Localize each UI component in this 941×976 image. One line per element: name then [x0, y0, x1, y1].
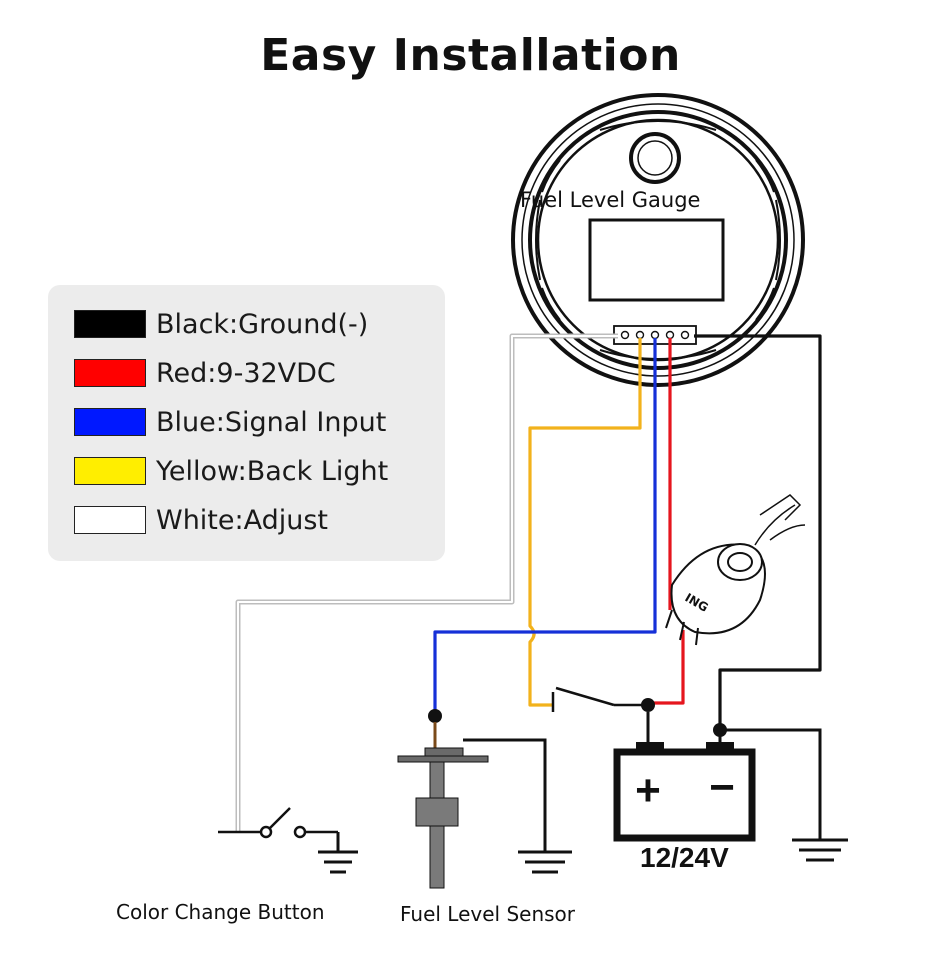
- fuel-level-sensor-caption: Fuel Level Sensor: [400, 902, 576, 926]
- black-wire: [694, 334, 822, 728]
- ignition-switch: ING: [665, 494, 806, 646]
- legend-label: Red:9-32VDC: [156, 357, 336, 389]
- legend-label: White:Adjust: [156, 504, 329, 536]
- battery: + −: [613, 712, 756, 842]
- legend-item-red: Red:9-32VDC: [74, 356, 336, 390]
- wire-color-legend: Black:Ground(-) Red:9-32VDC Blue:Signal …: [48, 285, 445, 561]
- fuel-level-sensor: [397, 722, 547, 889]
- legend-label: Blue:Signal Input: [156, 406, 387, 438]
- battery-voltage-label: 12/24V: [640, 842, 729, 873]
- legend-label: Black:Ground(-): [156, 308, 369, 340]
- legend-label: Yellow:Back Light: [156, 455, 389, 487]
- gauge-label: Fuel Level Gauge: [520, 188, 701, 212]
- ground-icon: [318, 832, 358, 874]
- black-swatch: [74, 310, 146, 338]
- positive-junction-dot: [641, 698, 655, 712]
- blue-wire: [433, 338, 657, 712]
- legend-item-yellow: Yellow:Back Light: [74, 454, 388, 488]
- red-swatch: [74, 359, 146, 387]
- color-change-button-switch: [218, 807, 338, 839]
- yellow-wire: [528, 338, 642, 707]
- legend-item-white: White:Adjust: [74, 503, 328, 537]
- gauge-body: [511, 93, 805, 387]
- battery-minus-icon: −: [709, 763, 735, 812]
- ground-icon: [792, 838, 848, 862]
- backlight-switch: [551, 686, 648, 712]
- sensor-junction-dot: [428, 709, 442, 723]
- white-swatch: [74, 506, 146, 534]
- battery-plus-icon: +: [635, 766, 661, 815]
- yellow-swatch: [74, 457, 146, 485]
- ground-icon: [518, 850, 572, 874]
- blue-swatch: [74, 408, 146, 436]
- legend-item-black: Black:Ground(-): [74, 307, 368, 341]
- page-title: Easy Installation: [260, 30, 681, 81]
- legend-item-blue: Blue:Signal Input: [74, 405, 386, 439]
- color-change-button-caption: Color Change Button: [116, 900, 325, 924]
